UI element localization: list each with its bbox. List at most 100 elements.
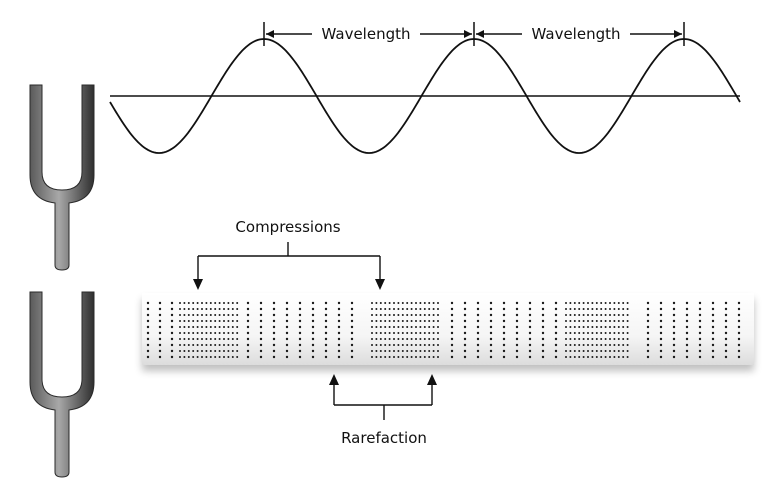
air-particle [209, 320, 212, 322]
air-particle [231, 320, 234, 322]
air-particle [476, 331, 480, 335]
air-particle [410, 350, 413, 352]
air-particle [388, 338, 391, 340]
air-particle [192, 344, 195, 346]
air-particle [672, 343, 676, 347]
air-particle [428, 320, 431, 322]
air-particle [146, 319, 150, 323]
air-particle [324, 313, 328, 317]
air-particle [685, 301, 689, 305]
air-particle [227, 326, 230, 328]
air-particle [591, 308, 594, 310]
air-particle [410, 332, 413, 334]
air-particle [187, 314, 190, 316]
air-particle [604, 338, 607, 340]
air-particle [554, 319, 558, 323]
air-particle [179, 302, 181, 304]
air-particle [272, 337, 276, 341]
air-particle [582, 302, 585, 304]
air-particle [192, 356, 195, 358]
air-particle [626, 338, 629, 340]
air-particle [350, 307, 354, 311]
air-particle [214, 314, 217, 316]
air-particle [146, 313, 150, 317]
air-particle [515, 325, 519, 329]
air-particle [573, 350, 576, 352]
air-particle [205, 344, 208, 346]
air-particle [406, 326, 409, 328]
air-particle [236, 314, 239, 316]
air-particle [192, 332, 195, 334]
air-particle [371, 320, 373, 322]
air-particle [724, 319, 728, 323]
air-particle [419, 302, 422, 304]
air-particle [450, 337, 454, 341]
air-particle [158, 301, 162, 305]
air-particle [187, 320, 190, 322]
air-particle [476, 337, 480, 341]
air-particle [582, 338, 585, 340]
air-particle [528, 307, 532, 311]
air-particle [604, 356, 607, 358]
air-particle [272, 307, 276, 311]
air-particle [388, 344, 391, 346]
air-particle [515, 307, 519, 311]
air-particle [196, 332, 199, 334]
air-particle [573, 302, 576, 304]
air-particle [724, 307, 728, 311]
air-particle [450, 313, 454, 317]
air-particle [737, 307, 741, 311]
air-particle [659, 349, 663, 353]
air-particle [463, 301, 467, 305]
air-particle [196, 320, 199, 322]
air-particle [350, 313, 354, 317]
air-particle [388, 332, 391, 334]
air-particle [565, 350, 567, 352]
air-particle [626, 356, 629, 358]
air-particle [685, 349, 689, 353]
air-particle [285, 349, 289, 353]
air-particle [569, 350, 572, 352]
air-particle [388, 314, 391, 316]
air-particle [528, 319, 532, 323]
air-particle [192, 302, 195, 304]
air-particle [187, 302, 190, 304]
air-particle [450, 349, 454, 353]
air-particle [158, 331, 162, 335]
air-particle [170, 325, 174, 329]
air-particle [573, 356, 576, 358]
air-particle [158, 307, 162, 311]
air-particle [192, 320, 195, 322]
air-particle [337, 319, 341, 323]
air-particle [298, 301, 302, 305]
air-particle [711, 349, 715, 353]
air-particle [379, 320, 382, 322]
air-particle [393, 308, 395, 310]
air-particle [205, 338, 208, 340]
air-particle [578, 350, 581, 352]
air-particle [401, 302, 404, 304]
air-particles [146, 301, 741, 359]
air-particle [622, 302, 625, 304]
air-particle [272, 331, 276, 335]
air-particle [379, 326, 382, 328]
air-particle [231, 350, 234, 352]
air-particle [223, 326, 225, 328]
air-particle [384, 356, 387, 358]
air-particle [711, 355, 715, 359]
air-particle [170, 343, 174, 347]
air-particle [246, 307, 250, 311]
air-particle [437, 350, 439, 352]
air-particle [672, 313, 676, 317]
air-particle [609, 332, 611, 334]
air-particle [419, 332, 422, 334]
air-particle [737, 301, 741, 305]
air-particle [401, 314, 404, 316]
air-particle [437, 332, 439, 334]
air-particle [569, 320, 572, 322]
air-particle [724, 349, 728, 353]
air-particle [613, 314, 616, 316]
air-particle [609, 302, 611, 304]
air-particle [324, 343, 328, 347]
air-particle [428, 332, 431, 334]
